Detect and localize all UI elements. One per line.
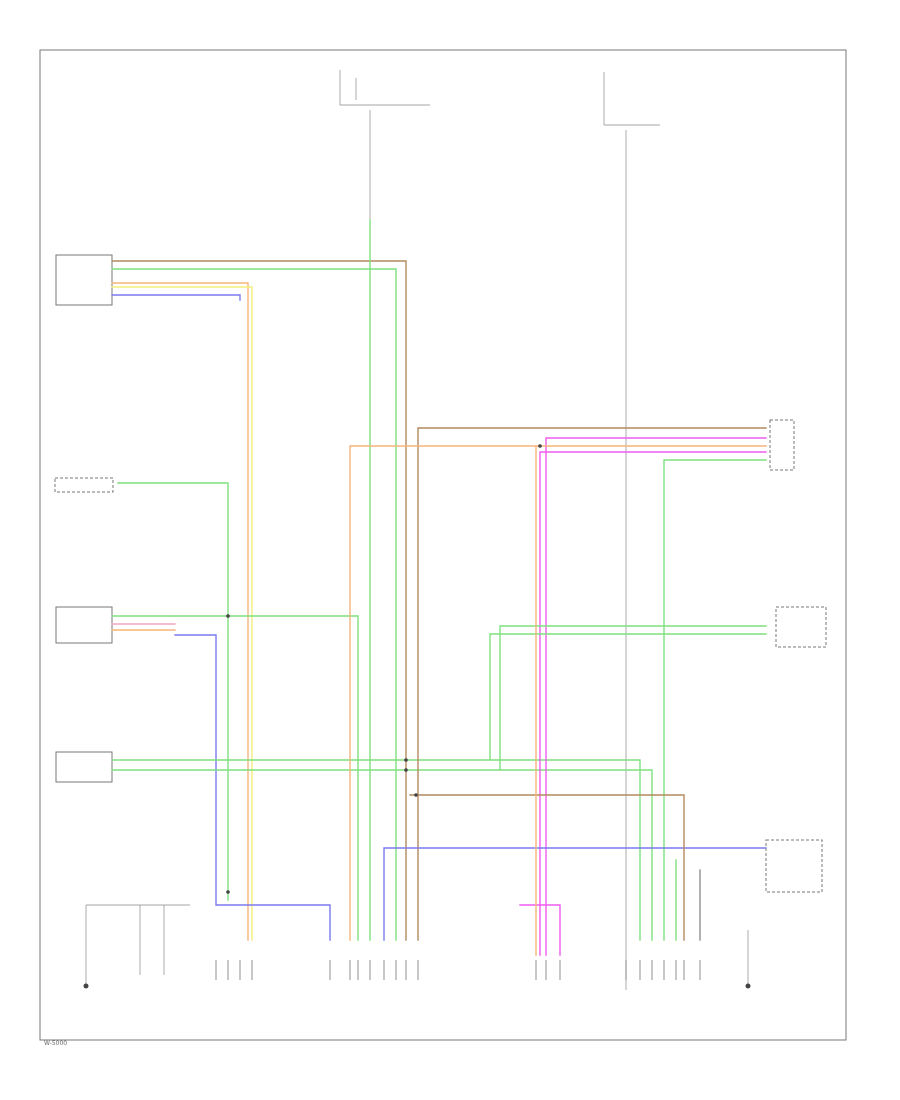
body-control-module-box: [775, 606, 827, 648]
test-connector-wires: [519, 445, 561, 956]
instrument-cluster-box: [765, 839, 823, 893]
overspeed-relay-box: [54, 477, 114, 493]
abs-wires: [111, 260, 407, 941]
transmission-control-module-box: [55, 751, 113, 783]
ground-connections: [83, 904, 751, 989]
lower-connector-pins-2: [329, 960, 419, 980]
hot-at-all-times-source: [339, 70, 430, 220]
diagram-frame: [39, 49, 847, 1041]
abs-control-module-box: [55, 254, 113, 306]
lower-connector-pins-1: [215, 960, 253, 980]
bcm-wires: [489, 625, 767, 771]
ecm-wires: [111, 614, 359, 941]
connector-pins: [215, 960, 701, 980]
srs-wires: [349, 427, 767, 956]
hot-in-run-source: [603, 72, 660, 990]
tcm-wires: [111, 758, 653, 941]
lower-connector-pins-3: [535, 960, 561, 980]
srs-control-module-box: [769, 419, 795, 471]
cluster-wires: [383, 793, 767, 941]
lower-connector-pins-4: [625, 960, 701, 980]
engine-control-module-box: [55, 606, 113, 644]
diagram-footer-code: W-5000: [44, 1040, 68, 1047]
overspeed-wire: [117, 482, 229, 901]
